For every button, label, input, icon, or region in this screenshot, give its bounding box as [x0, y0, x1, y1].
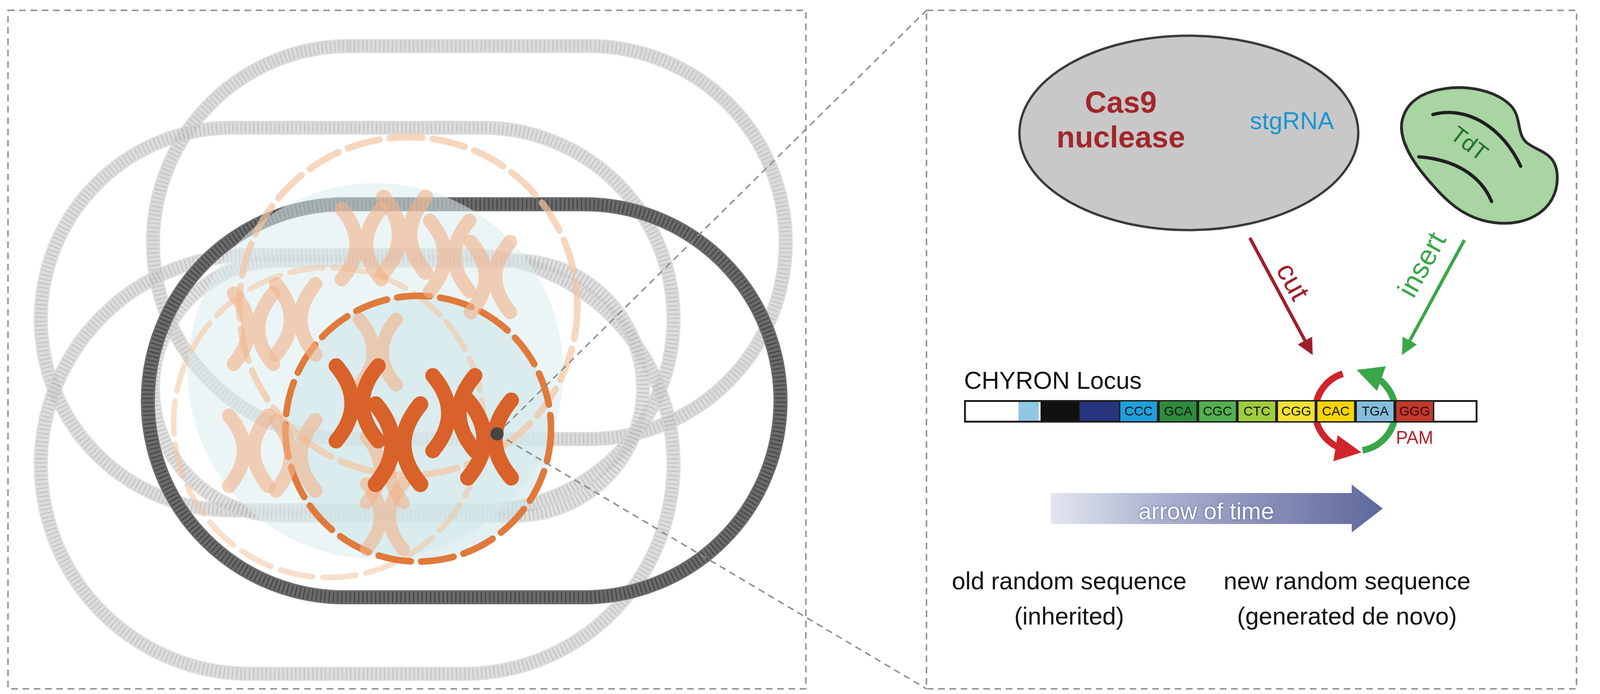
codon-text: GCA	[1163, 403, 1193, 419]
chromosome	[383, 197, 426, 273]
zoom-leader	[497, 10, 927, 434]
zoom-leader	[497, 433, 927, 689]
chromosome	[341, 208, 382, 280]
nuclear-envelope	[285, 295, 552, 562]
locus-dot	[490, 427, 504, 441]
chromosome	[275, 283, 316, 355]
pam-label: PAM	[1394, 424, 1435, 451]
sequence-note: old random sequence (inherited)	[928, 563, 1210, 635]
codon-box: CCC	[1118, 399, 1159, 423]
nucleoplasm	[285, 295, 552, 562]
codon-box: GGG	[1394, 399, 1435, 423]
codon-text: CCC	[1124, 403, 1154, 419]
promoter-block	[1018, 401, 1039, 421]
codon-text: CGC	[1202, 403, 1233, 419]
codon-text: TGA	[1361, 403, 1389, 419]
locus-track: CHYRON LocusCCC GCA CGC CTC CGG CAC TGA GGG	[964, 361, 1478, 425]
panel-frames	[7, 10, 1577, 689]
tdt-enzyme: TdT	[1393, 81, 1562, 230]
chromosome	[429, 220, 470, 291]
codon-block	[1079, 401, 1119, 421]
codon-text: CAC	[1321, 403, 1350, 419]
bacteria-cells	[40, 45, 786, 674]
right-panel-frame	[926, 10, 1577, 689]
chromosome	[467, 400, 512, 478]
codon-box: CTC	[1237, 399, 1277, 423]
codon-text: GGG	[1399, 403, 1430, 419]
cas9-enzyme: Cas9 nuclease stgRNA	[1017, 33, 1361, 232]
chromosome	[366, 483, 404, 550]
chromosome	[275, 420, 316, 491]
codon-box: GCA	[1158, 399, 1198, 423]
codon-box: CGC	[1197, 399, 1238, 423]
codon-text: CTC	[1243, 403, 1271, 419]
chromosomes	[229, 197, 512, 550]
chromosome	[233, 293, 274, 364]
codon-text: CGG	[1281, 403, 1312, 419]
locus-title: CHYRON Locus	[964, 366, 1142, 395]
time-arrow-label: arrow of time	[1056, 494, 1357, 529]
chromosome	[229, 415, 269, 486]
codon-box: CAC	[1316, 399, 1356, 423]
cut-label: cut	[1269, 256, 1317, 306]
enzyme-groove	[1418, 156, 1492, 202]
enzyme-name: Cas9 nuclease	[1041, 85, 1201, 155]
codon-box: CGG	[1276, 399, 1317, 423]
codon-box: TGA	[1355, 399, 1395, 423]
enzyme-groove	[1432, 112, 1521, 167]
chromosome	[470, 241, 511, 313]
insert-label: insert	[1391, 226, 1453, 303]
chromosome	[375, 404, 421, 484]
enzyme-body	[1401, 87, 1558, 224]
time-arrow	[1050, 484, 1383, 533]
left-panel-frame	[7, 10, 806, 689]
nucleus	[173, 137, 578, 578]
sequence-note: new random sequence (generated de novo)	[1206, 563, 1488, 635]
enzyme-body	[1019, 35, 1359, 230]
spacer-block	[1040, 401, 1080, 421]
guide-rna-label: stgRNA	[1249, 106, 1334, 135]
